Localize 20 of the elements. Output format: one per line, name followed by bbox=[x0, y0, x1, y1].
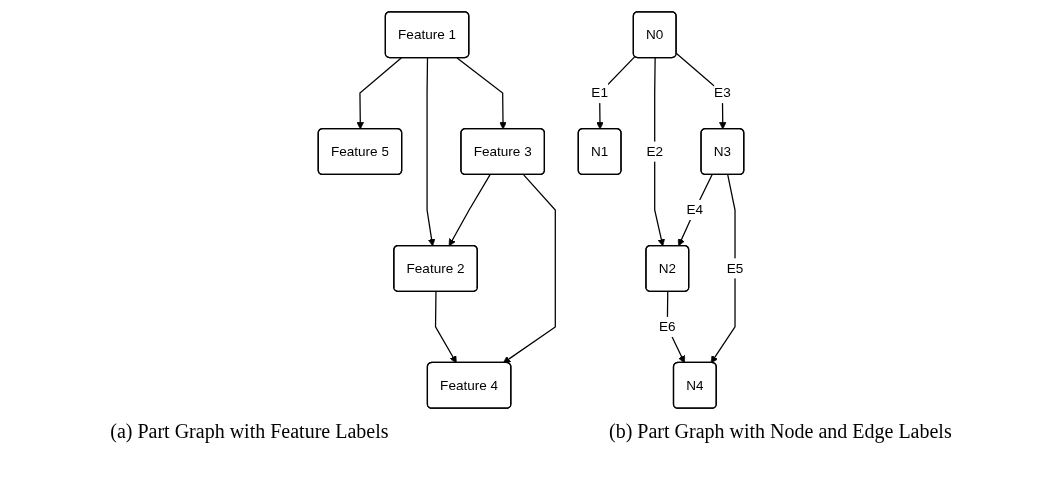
edge-label: E1 bbox=[591, 85, 608, 100]
arrow bbox=[448, 174, 491, 247]
edge-label: E3 bbox=[714, 85, 731, 100]
arrow bbox=[666, 291, 685, 364]
arrow bbox=[502, 174, 556, 364]
arrow bbox=[654, 57, 665, 247]
edge-label: E6 bbox=[659, 319, 676, 334]
arrow bbox=[677, 174, 713, 247]
arrow bbox=[456, 57, 507, 130]
figure-caption: (a) Part Graph with Feature Labels bbox=[110, 420, 389, 443]
figure-caption: (b) Part Graph with Node and Edge Labels bbox=[609, 420, 952, 443]
arrow bbox=[675, 52, 727, 130]
edge-label: E4 bbox=[686, 202, 704, 217]
arrow bbox=[596, 55, 636, 130]
edge-label: E5 bbox=[726, 260, 744, 276]
arrow bbox=[434, 291, 457, 364]
edge-label: E2 bbox=[646, 143, 663, 159]
arrow bbox=[356, 57, 402, 130]
arrow bbox=[426, 57, 436, 247]
arrow bbox=[710, 174, 736, 364]
